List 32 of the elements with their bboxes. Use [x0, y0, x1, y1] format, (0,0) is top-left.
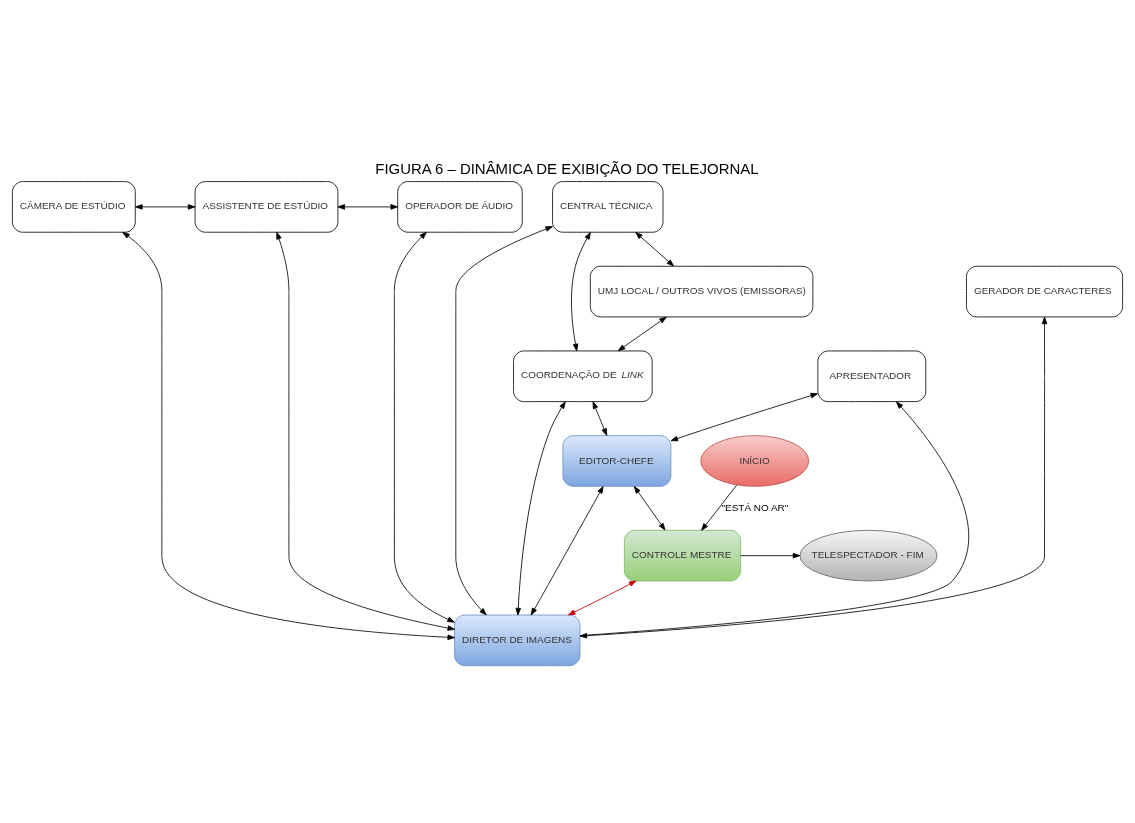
node-box: COORDENAÇÃO DE LINK	[513, 350, 653, 402]
arrow	[135, 203, 196, 210]
node-box: EDITOR-CHEFE	[562, 434, 672, 487]
arrow	[393, 231, 455, 623]
node-box: DIRETOR DE IMAGENS	[454, 614, 581, 666]
node-box: OPERADOR DE ÁUDIO	[397, 180, 523, 233]
arrow	[122, 231, 455, 640]
arrow	[617, 316, 667, 351]
arrow	[515, 400, 566, 615]
arrow	[455, 225, 553, 615]
arrow	[633, 485, 666, 530]
arrow	[276, 231, 455, 631]
node-box: GERADOR DE CARACTERES	[966, 265, 1123, 317]
arrow	[571, 231, 591, 351]
arrow	[701, 484, 738, 531]
node-box: CONTROLE MESTRE	[623, 529, 742, 581]
node-ellipse: TELESPECTADOR - FIM	[799, 529, 938, 581]
node-box: UMJ LOCAL / OUTROS VIVOS (EMISSORAS)	[589, 265, 814, 317]
arrow	[740, 552, 801, 558]
arrow	[670, 392, 818, 441]
node-box: CENTRAL TÉCNICA	[552, 180, 664, 233]
diagram-title: FIGURA 6 – DINÂMICA DE EXIBIÇÃO DO TELEJORNAL	[375, 159, 759, 177]
node-box: CÂMERA DE ESTÚDIO	[12, 180, 136, 233]
arrow	[635, 231, 675, 266]
arrow	[337, 203, 398, 210]
node-box: ASSISTENTE DE ESTÚDIO	[194, 180, 339, 233]
arrow	[530, 485, 604, 615]
arrow	[592, 400, 608, 436]
edge-label: "ESTÁ NO AR"	[721, 501, 789, 513]
arrow	[568, 580, 637, 615]
node-ellipse: INÍCIO	[700, 434, 810, 487]
node-box: APRESENTADOR	[817, 350, 927, 402]
